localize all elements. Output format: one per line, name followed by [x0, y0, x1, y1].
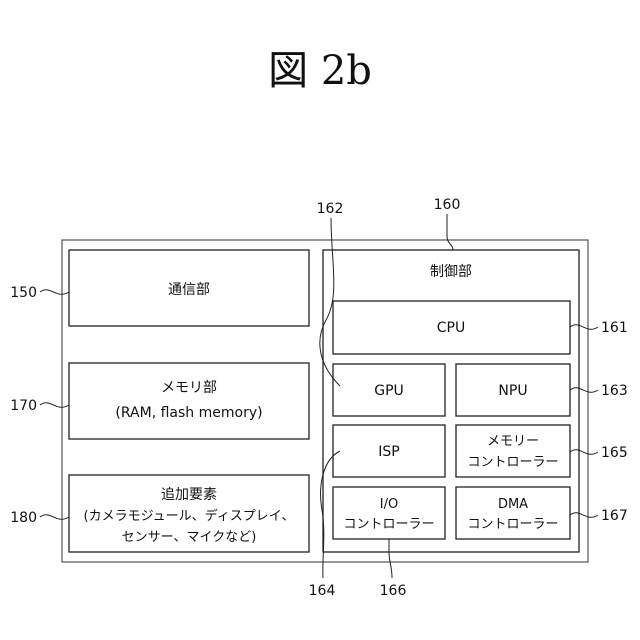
- ref-162: 162: [317, 201, 344, 217]
- ref-161: 161: [601, 320, 628, 336]
- npu-label: NPU: [498, 383, 527, 399]
- control-unit-label: 制御部: [430, 264, 472, 280]
- ref-164: 164: [309, 583, 336, 599]
- gpu-label: GPU: [374, 383, 404, 399]
- memory-controller-label-2: コントローラー: [467, 455, 558, 470]
- comm-unit-label: 通信部: [168, 282, 210, 298]
- additional-elements-line2: (カメラモジュール、ディスプレイ、: [84, 508, 295, 524]
- additional-elements-label: 追加要素: [161, 487, 217, 503]
- ref-166: 166: [380, 583, 407, 599]
- io-controller-label-1: I/O: [380, 497, 398, 512]
- io-controller-label-2: コントローラー: [343, 517, 434, 532]
- cpu-label: CPU: [437, 320, 465, 336]
- ref-163: 163: [601, 383, 628, 399]
- ref-160: 160: [434, 197, 461, 213]
- ref-180: 180: [10, 510, 37, 526]
- figure-title: 図 2b: [268, 48, 372, 94]
- ref-170: 170: [10, 398, 37, 414]
- additional-elements-line3: センサー、マイクなど): [122, 530, 257, 545]
- ref-150: 150: [10, 285, 37, 301]
- dma-controller-label-1: DMA: [498, 497, 528, 512]
- memory-unit-box: [69, 363, 309, 439]
- ref-165: 165: [601, 445, 628, 461]
- isp-label: ISP: [378, 444, 399, 460]
- memory-unit-label: メモリ部: [161, 380, 217, 396]
- memory-unit-sub-label: (RAM, flash memory): [115, 405, 262, 421]
- memory-controller-label-1: メモリー: [487, 434, 539, 449]
- ref-167: 167: [601, 508, 628, 524]
- dma-controller-label-2: コントローラー: [467, 517, 558, 532]
